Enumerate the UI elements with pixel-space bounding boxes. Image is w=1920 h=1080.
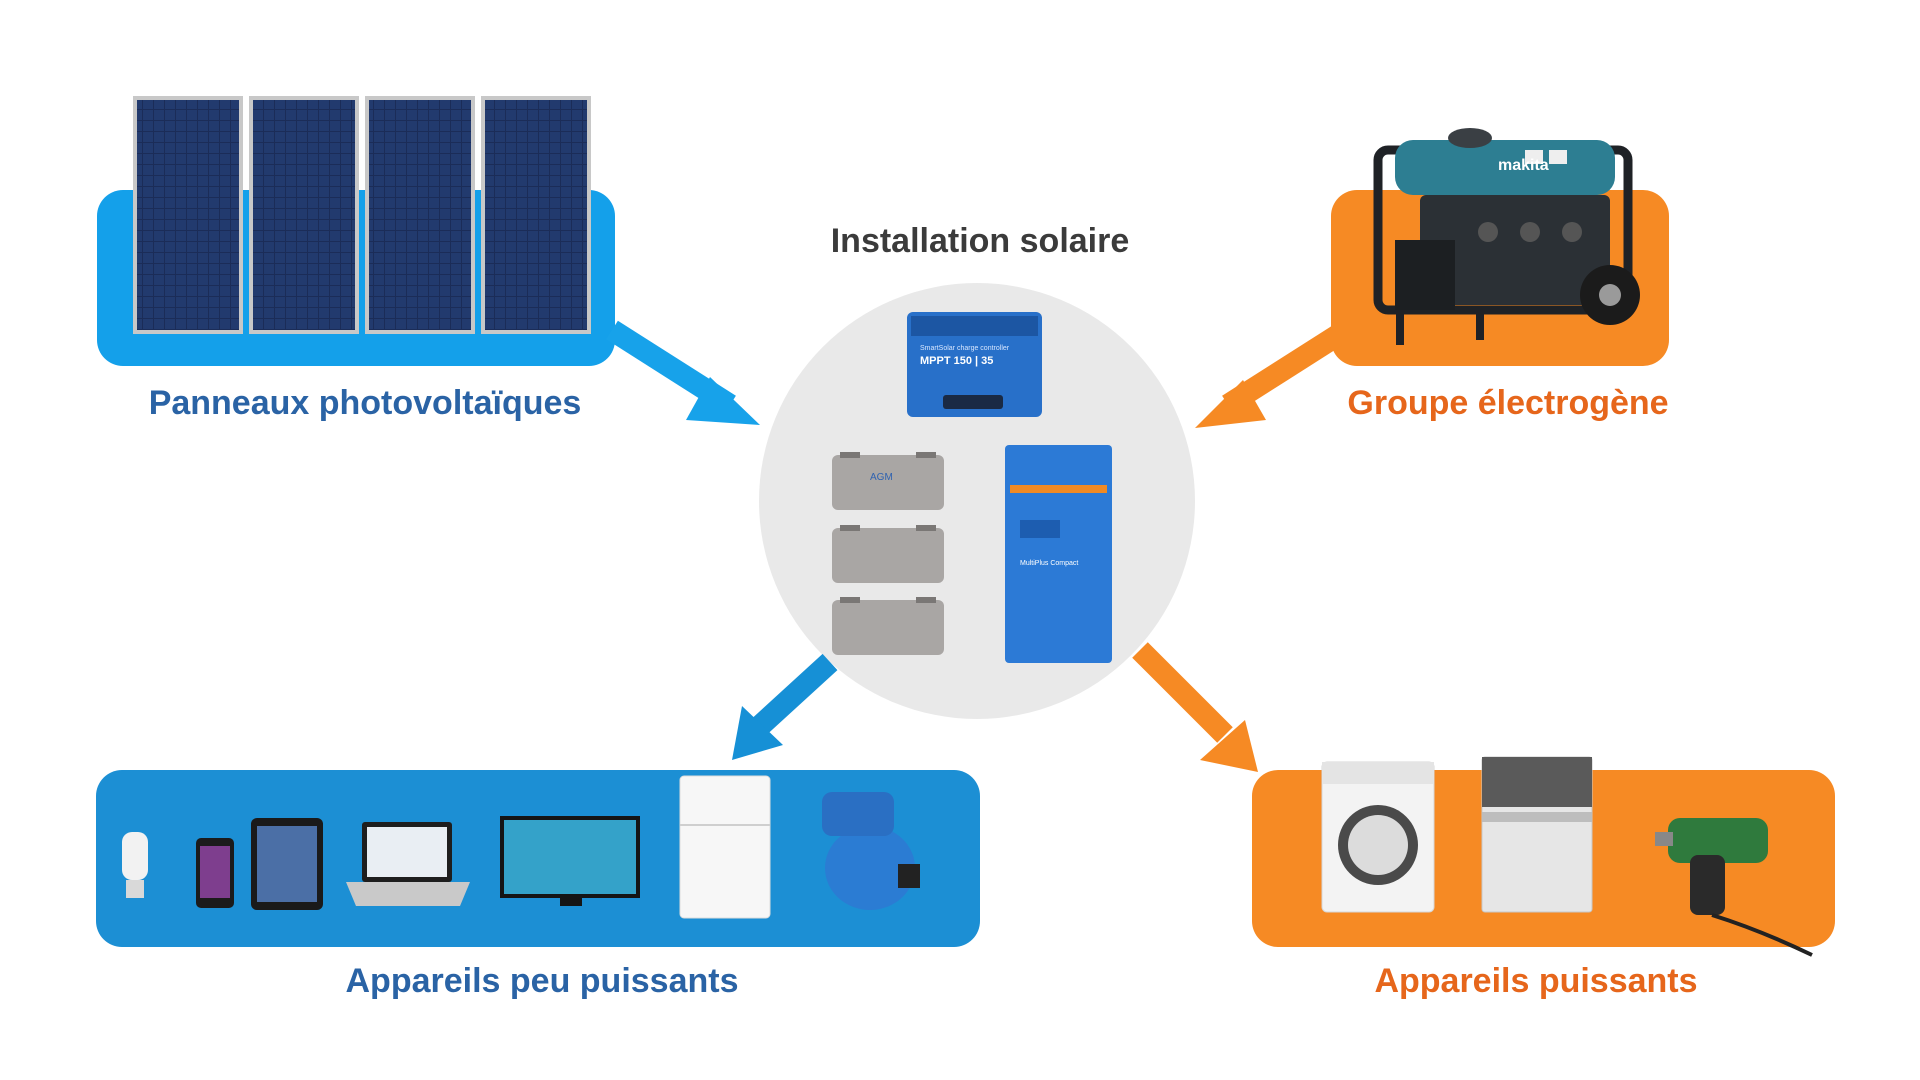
charge-controller-image: SmartSolar charge controller MPPT 150 | … <box>907 312 1042 417</box>
diagram-title: Installation solaire <box>830 222 1130 260</box>
battery-type: AGM <box>870 472 893 483</box>
tv-icon <box>500 816 640 906</box>
arrow-solar-to-center <box>606 320 760 425</box>
charge-controller-model: MPPT 150 | 35 <box>920 355 993 367</box>
inverter-model: MultiPlus Compact <box>1020 560 1078 567</box>
high-power-label: Appareils puissants <box>1374 962 1698 1000</box>
solar-panels-image <box>133 96 591 334</box>
tablet-icon <box>251 818 323 910</box>
phone-icon <box>196 838 234 908</box>
solar-panels-label: Panneaux photovoltaïques <box>148 384 582 422</box>
generator-label: Groupe électrogène <box>1347 384 1669 422</box>
arrow-generator-to-center <box>1195 325 1344 428</box>
arrow-center-to-high-power <box>1132 642 1258 772</box>
fridge-icon <box>679 775 771 919</box>
laptop-icon <box>346 822 470 906</box>
charge-controller-title: SmartSolar charge controller <box>920 345 1010 352</box>
generator-brand: makita <box>1498 157 1549 174</box>
water-pump-icon <box>822 792 920 910</box>
low-power-appliances-image <box>122 775 920 919</box>
dishwasher-icon <box>1481 756 1593 913</box>
batteries-image: AGM <box>832 452 944 655</box>
inverter-image: MultiPlus Compact <box>1005 445 1112 663</box>
bulb-icon <box>122 832 148 898</box>
high-power-appliances-image <box>1321 756 1813 957</box>
low-power-label: Appareils peu puissants <box>345 962 739 1000</box>
arrow-center-to-low-power <box>732 653 838 760</box>
power-drill-icon <box>1655 818 1813 957</box>
washing-machine-icon <box>1321 761 1435 913</box>
generator-image: makita <box>1373 128 1640 345</box>
